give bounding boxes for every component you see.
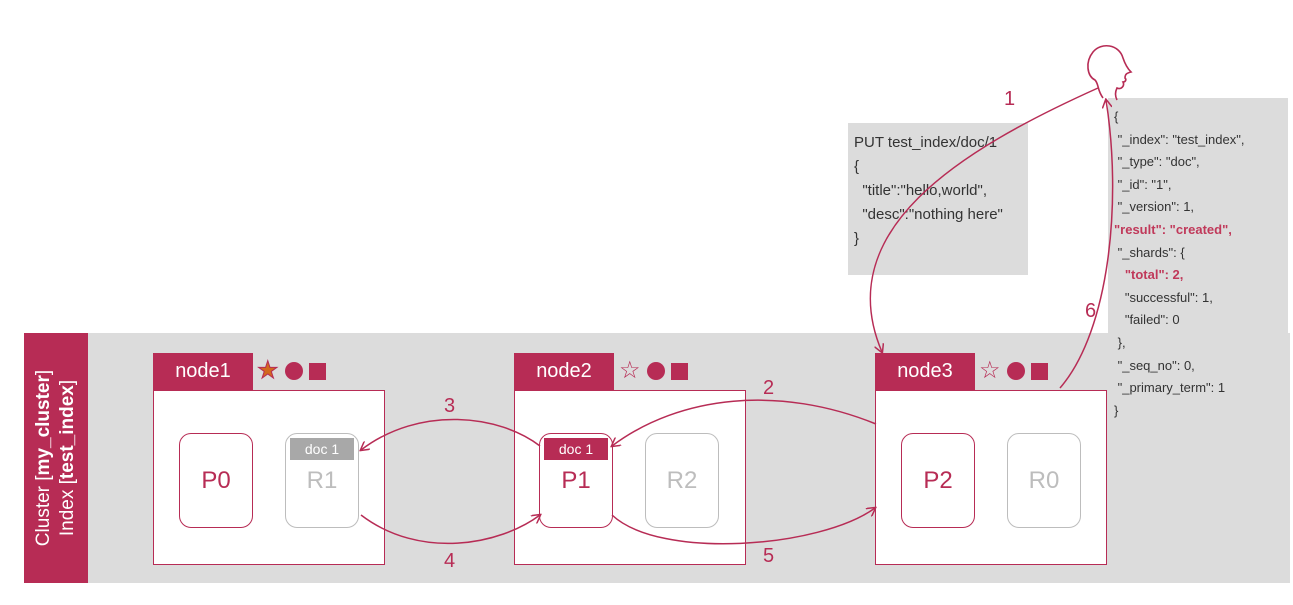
request-box: PUT test_index/doc/1 { "title":"hello,wo… bbox=[848, 123, 1028, 275]
star-filled-icon: ★ bbox=[257, 357, 279, 384]
circle-icon bbox=[646, 362, 665, 380]
step-label: 6 bbox=[1085, 300, 1097, 322]
response-line: "_version": 1, bbox=[1114, 199, 1195, 215]
arrow-4 bbox=[360, 515, 540, 545]
square-icon bbox=[1030, 362, 1048, 380]
response-line: "failed": 0 bbox=[1114, 312, 1180, 328]
request-line: { bbox=[854, 158, 860, 175]
square-icon bbox=[670, 362, 688, 380]
user-icon bbox=[1087, 45, 1133, 101]
shard-r2: R2 bbox=[645, 433, 719, 528]
response-line: { bbox=[1114, 109, 1119, 124]
response-line: } bbox=[1114, 402, 1119, 418]
step-label: 3 bbox=[444, 395, 456, 417]
response-line: "_seq_no": 0, bbox=[1114, 357, 1195, 373]
response-box: { "_index": "test_index", "_type": "doc"… bbox=[1108, 98, 1288, 428]
node3-tab: node3 bbox=[875, 353, 975, 390]
arrow-3 bbox=[361, 418, 541, 450]
request-line: } bbox=[854, 230, 860, 247]
step-label: 1 bbox=[1004, 88, 1016, 110]
circle-icon bbox=[284, 362, 303, 380]
node1-tab: node1 bbox=[153, 353, 253, 390]
response-line: "_shards": { bbox=[1114, 244, 1185, 260]
arrow-1 bbox=[869, 87, 1099, 352]
arrow-6 bbox=[1059, 100, 1114, 389]
shard-p2: P2 bbox=[901, 433, 975, 528]
response-line: "_id": "1", bbox=[1114, 176, 1172, 192]
node1-role-icons: ★ bbox=[257, 357, 326, 384]
arrow-5 bbox=[611, 508, 875, 545]
step-label: 5 bbox=[763, 545, 775, 567]
response-line: }, bbox=[1114, 334, 1126, 350]
response-line: "successful": 1, bbox=[1114, 289, 1213, 305]
shard-p0: P0 bbox=[179, 433, 253, 528]
arrow-2 bbox=[612, 399, 877, 446]
doc-badge: doc 1 bbox=[290, 438, 354, 460]
response-line: "_index": "test_index", bbox=[1114, 131, 1245, 147]
cluster-label-bar bbox=[24, 333, 88, 583]
shard-p1: doc 1 P1 bbox=[539, 433, 613, 528]
doc-badge: doc 1 bbox=[544, 438, 608, 460]
node3-role-icons: ☆ bbox=[979, 359, 1048, 383]
circle-icon bbox=[1006, 362, 1025, 380]
step-label: 4 bbox=[444, 550, 456, 572]
request-line: PUT test_index/doc/1 bbox=[854, 134, 998, 151]
response-line: "_primary_term": 1 bbox=[1114, 380, 1226, 396]
shard-r1: doc 1 R1 bbox=[285, 433, 359, 528]
node2-tab: node2 bbox=[514, 353, 614, 390]
node2-role-icons: ☆ bbox=[619, 359, 688, 383]
request-line: "title":"hello,world", bbox=[854, 182, 988, 199]
request-line: "desc":"nothing here" bbox=[854, 206, 1003, 223]
step-label: 2 bbox=[763, 377, 775, 399]
shard-r0: R0 bbox=[1007, 433, 1081, 528]
square-icon bbox=[308, 362, 326, 380]
response-line: "total": 2, bbox=[1114, 267, 1184, 283]
response-line: "result": "created", bbox=[1114, 221, 1232, 237]
star-outline-icon: ☆ bbox=[619, 357, 641, 384]
response-line: "_type": "doc", bbox=[1114, 154, 1200, 170]
star-outline-icon: ☆ bbox=[979, 357, 1001, 384]
